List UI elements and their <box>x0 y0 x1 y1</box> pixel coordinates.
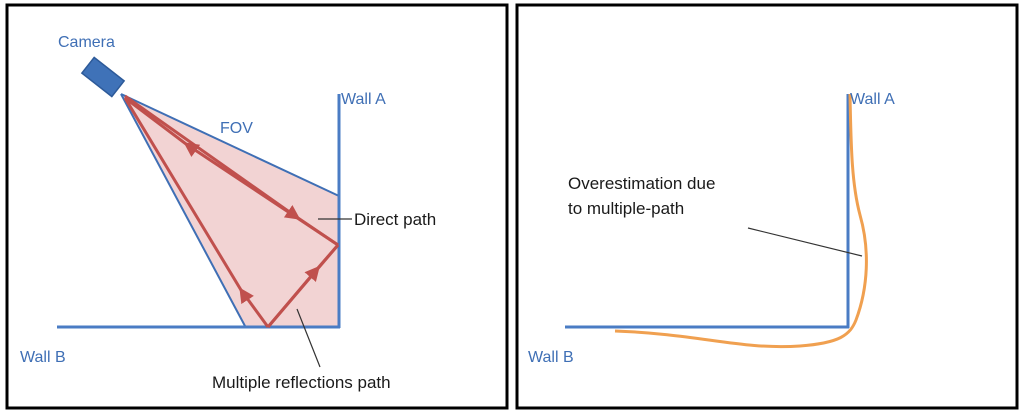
overestimation-label-line2: to multiple-path <box>568 199 684 218</box>
reflection-path-up <box>266 244 340 328</box>
left-panel: Camera FOV Wall A Wall B Direct path Mul… <box>5 3 509 410</box>
wall-a-label-left: Wall A <box>341 91 386 108</box>
estimated-surface-curve <box>614 93 868 349</box>
right-panel: Wall A Wall B Overestimation due to mult… <box>515 3 1019 410</box>
overestimation-callout-line <box>747 227 863 257</box>
reflection-path-to-camera <box>123 97 270 328</box>
fov-lower-edge <box>120 93 246 327</box>
right-panel-frame <box>515 3 1019 410</box>
multiple-reflections-label: Multiple reflections path <box>212 373 391 392</box>
fov-cone <box>121 94 339 326</box>
wall-b-label-right: Wall B <box>528 349 574 366</box>
direct-path-label: Direct path <box>354 210 436 229</box>
camera-icon <box>80 56 126 98</box>
wall-b-label-left: Wall B <box>20 349 66 366</box>
fov-upper-edge <box>120 93 340 197</box>
overestimation-label-line1: Overestimation due <box>568 174 715 193</box>
reflections-callout-line <box>296 308 321 368</box>
wall-a-label-right: Wall A <box>850 91 895 108</box>
camera-label: Camera <box>58 34 115 51</box>
fov-label: FOV <box>220 120 253 137</box>
return-path-to-camera <box>124 96 339 247</box>
